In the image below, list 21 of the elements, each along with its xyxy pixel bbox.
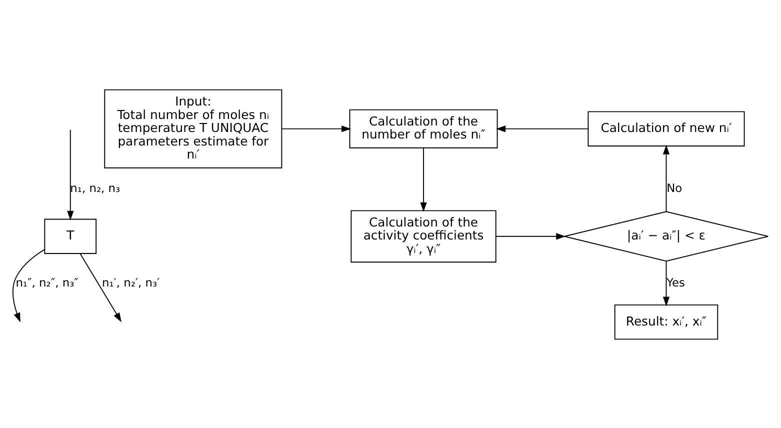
arrow (281, 125, 352, 132)
arrow (67, 128, 74, 220)
arrow (496, 125, 589, 132)
node-box: Result: xᵢ′, xᵢ″ (614, 304, 718, 340)
arrow (662, 260, 670, 306)
arrow (12, 248, 46, 322)
node-box: T (44, 218, 97, 254)
node-box: Calculation of new nᵢ′ (588, 110, 745, 146)
edge-label: n₁, n₂, n₃ (70, 180, 120, 195)
node-diamond: |aᵢ′ − aᵢ″| < ε (564, 210, 769, 262)
arrow (496, 232, 566, 240)
arrow (662, 144, 670, 212)
edge-label: No (666, 180, 682, 195)
node-box: Input: Total number of moles nᵢ temperature T UNIQUAC parameters estimate for nᵢ′ (104, 88, 282, 168)
edge-label: Yes (666, 274, 685, 289)
node-box: Calculation of the number of moles nᵢ″ (349, 108, 498, 148)
node-box: Calculation of the activity coefficients γᵢ′, γᵢ″ (350, 210, 496, 262)
edge-label: n₁″, n₂″, n₃″ (16, 274, 78, 289)
arrow (420, 146, 427, 212)
arrow (80, 252, 122, 322)
edge-label: n₁′, n₂′, n₃′ (102, 274, 160, 289)
